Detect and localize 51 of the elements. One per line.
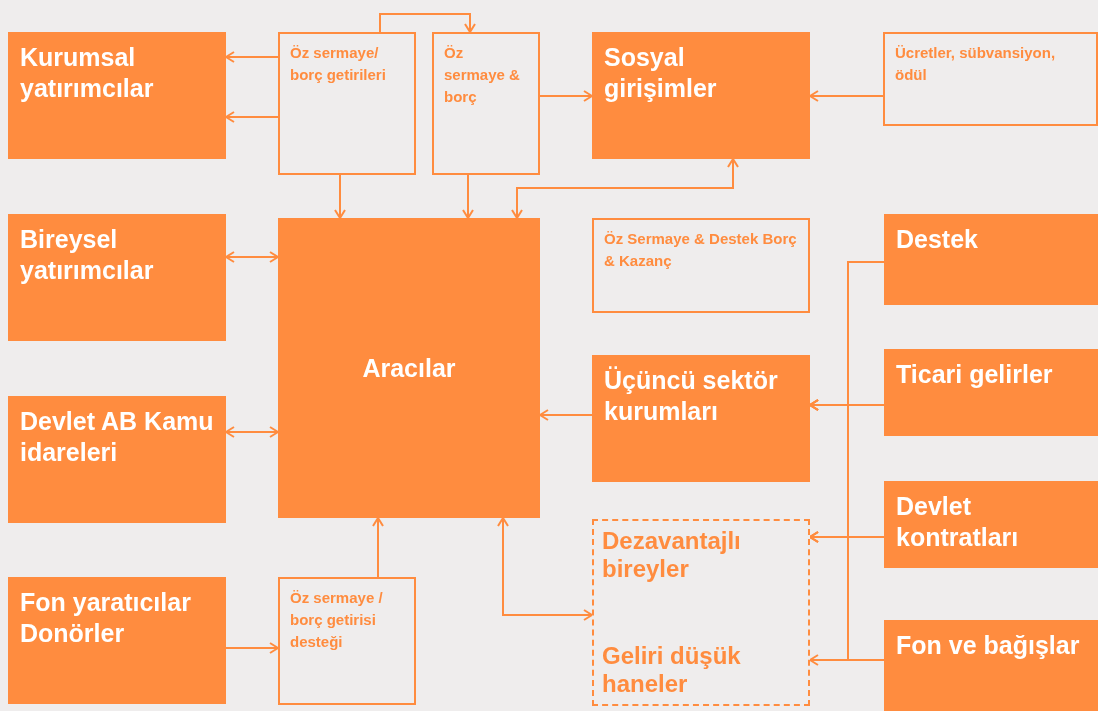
arrow — [225, 642, 279, 654]
node-label: Üçüncü sektör kurumları — [604, 365, 779, 427]
process-box — [592, 355, 810, 482]
process-box — [884, 214, 1098, 305]
node-label: Öz sermaye/ borç getirileri — [290, 43, 387, 85]
node-label: Destek — [896, 224, 979, 255]
process-box — [884, 349, 1098, 436]
process-box — [884, 481, 1098, 568]
outline-box — [278, 32, 416, 175]
outline-box — [592, 218, 810, 313]
arrow — [539, 90, 593, 102]
node-label: Ticari gelirler — [896, 359, 1054, 390]
node-label: Fon ve bağışlar — [896, 630, 1081, 661]
outline-box — [278, 577, 416, 705]
node-label: Ücretler, sübvansiyon, ödül — [895, 43, 1057, 85]
node-label: Kurumsal yatırımcılar — [20, 42, 155, 104]
node-label: Öz Sermaye & Destek Borç & Kazanç — [604, 229, 798, 271]
process-box — [8, 32, 226, 159]
node-label: Bireysel yatırımcılar — [20, 224, 155, 286]
node-label: Devlet kontratları — [896, 491, 1020, 553]
node-label: Devlet AB Kamu idareleri — [20, 406, 214, 468]
process-box — [8, 396, 226, 523]
arrow — [462, 174, 474, 219]
arrow — [809, 654, 885, 666]
node-label: Sosyal girişimler — [604, 42, 718, 104]
arrow — [497, 517, 593, 621]
process-box — [278, 218, 540, 518]
outline-box — [432, 32, 540, 175]
node-label: Fon yaratıcılar Donörler — [20, 587, 192, 649]
node-label: Aracılar — [362, 352, 456, 384]
arrow — [809, 90, 884, 102]
arrow — [379, 13, 476, 33]
dashed-box — [592, 519, 810, 706]
process-box — [8, 214, 226, 341]
node-label: Dezavantajlı bireyler — [602, 527, 742, 583]
node-label: Öz sermaye / borç getirisi desteği — [290, 588, 384, 652]
arrow — [372, 517, 384, 578]
process-box — [884, 620, 1098, 711]
arrow — [809, 531, 885, 543]
outline-box — [883, 32, 1098, 126]
arrow — [539, 409, 593, 421]
node-label: Öz sermaye & borç — [444, 43, 521, 107]
process-box — [8, 577, 226, 704]
arrow — [225, 426, 279, 438]
process-box — [592, 32, 810, 159]
arrow — [334, 174, 346, 219]
arrow — [511, 158, 739, 219]
arrow — [225, 251, 279, 263]
node-label: Geliri düşük haneler — [602, 642, 742, 698]
arrow — [225, 51, 279, 63]
arrow — [225, 111, 279, 123]
